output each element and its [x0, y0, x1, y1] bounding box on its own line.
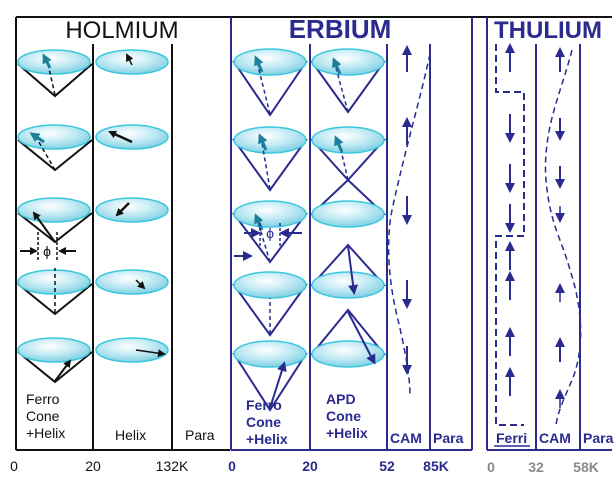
spin-disk: [233, 48, 307, 76]
spin-disk: [95, 197, 169, 223]
spin-arrow: [347, 311, 376, 365]
spin-arrow: [54, 359, 72, 382]
spin-arrow-head: [29, 132, 45, 144]
label-line: Cone: [326, 408, 361, 424]
erbium-title: ERBIUM: [289, 14, 392, 44]
cone: [17, 283, 93, 316]
spin-arrow: [135, 349, 166, 358]
holmium-title: HOLMIUM: [65, 17, 178, 44]
phi-label: ϕ: [266, 225, 274, 241]
spin-disk: [311, 48, 385, 76]
cone: [17, 63, 93, 98]
thulium-phase-para-label: Para: [583, 430, 614, 446]
label-line: Ferro: [246, 397, 282, 413]
spin-arrow: [261, 142, 271, 190]
spin-arrow-head: [254, 55, 264, 73]
erbium-tick: 52: [379, 458, 395, 474]
ferri-domain-outline: [495, 44, 525, 426]
cam-modulation-curve: [387, 53, 431, 396]
spin-disk: [233, 200, 307, 228]
spin-disk: [233, 126, 307, 154]
label-line: APD: [326, 391, 356, 407]
thulium-tick: 32: [528, 459, 544, 475]
spin-arrow-head: [332, 57, 342, 75]
spin-arrow-head: [334, 135, 344, 153]
spin-arrow: [257, 65, 271, 115]
label-line: +Helix: [26, 425, 65, 441]
erbium-cam-column: [387, 45, 431, 396]
erbium-tick: 0: [228, 458, 236, 474]
spin-arrow: [115, 202, 130, 217]
thulium-title: THULIUM: [494, 17, 602, 44]
holmium-phase-ferro-label: Ferro Cone +Helix: [26, 391, 65, 441]
erbium-phase-cam-label: CAM: [390, 430, 422, 446]
thulium-cam-column: [544, 47, 582, 426]
spin-disk: [17, 49, 91, 75]
thulium-panel: THULIUM Ferri: [486, 17, 614, 475]
cone: [17, 351, 93, 384]
spin-disk: [95, 337, 169, 363]
spin-disk: [17, 269, 91, 295]
holmium-tick: 132K: [156, 458, 189, 474]
spin-arrow: [269, 361, 287, 409]
spin-disk: [17, 197, 91, 223]
spin-disk: [311, 271, 385, 299]
spin-arrow-head: [254, 213, 264, 231]
spin-arrow: [108, 130, 133, 144]
thulium-ferri-column: [495, 43, 525, 426]
spin-disk: [311, 126, 385, 154]
spin-arrow: [135, 279, 146, 290]
spin-disk: [311, 340, 385, 368]
erbium-phase-apd-label: APD Cone +Helix: [326, 391, 368, 441]
spin-disk: [95, 49, 169, 75]
erbium-tick: 20: [302, 458, 318, 474]
label-line: Cone: [246, 414, 281, 430]
cam-modulation-curve: [544, 49, 582, 426]
spin-disk: [17, 337, 91, 363]
thulium-tick: 58K: [573, 459, 599, 475]
thulium-phase-ferri-label: Ferri: [496, 430, 527, 446]
holmium-phase-para-label: Para: [185, 427, 215, 443]
erbium-phase-ferro-label: Ferro Cone +Helix: [246, 397, 288, 447]
holmium-tick: 0: [10, 458, 18, 474]
spin-disk: [311, 200, 385, 228]
erbium-tick: 85K: [423, 458, 449, 474]
spin-disk: [95, 124, 169, 150]
thulium-phase-cam-label: CAM: [539, 430, 571, 446]
spin-disk: [233, 271, 307, 299]
spin-arrow: [32, 211, 56, 243]
spin-arrow-head: [258, 133, 268, 151]
spin-arrow: [35, 136, 56, 171]
spin-disk: [17, 124, 91, 150]
spin-disk: [95, 269, 169, 295]
erbium-ferro-column: ϕ: [232, 48, 308, 412]
spin-arrow: [335, 67, 349, 113]
thulium-tick: 0: [487, 459, 495, 475]
spin-arrow: [126, 53, 134, 66]
spin-disk: [233, 340, 307, 368]
label-line: +Helix: [326, 425, 368, 441]
label-line: Cone: [26, 408, 60, 424]
erbium-apd-column: [309, 48, 387, 368]
erbium-phase-para-label: Para: [433, 430, 464, 446]
phi-label: ϕ: [43, 243, 51, 259]
holmium-cone-column: ϕ: [17, 49, 93, 384]
holmium-phase-helix-label: Helix: [115, 427, 146, 443]
label-line: Ferro: [26, 391, 60, 407]
erbium-panel: ERBIUM ϕ: [228, 14, 473, 474]
label-line: +Helix: [246, 431, 288, 447]
holmium-tick: 20: [85, 458, 101, 474]
holmium-panel: HOLMIUM ϕ: [10, 16, 612, 474]
holmium-helix-column: [95, 49, 169, 363]
spin-arrow-head: [42, 53, 52, 69]
spin-arrow: [347, 245, 359, 295]
